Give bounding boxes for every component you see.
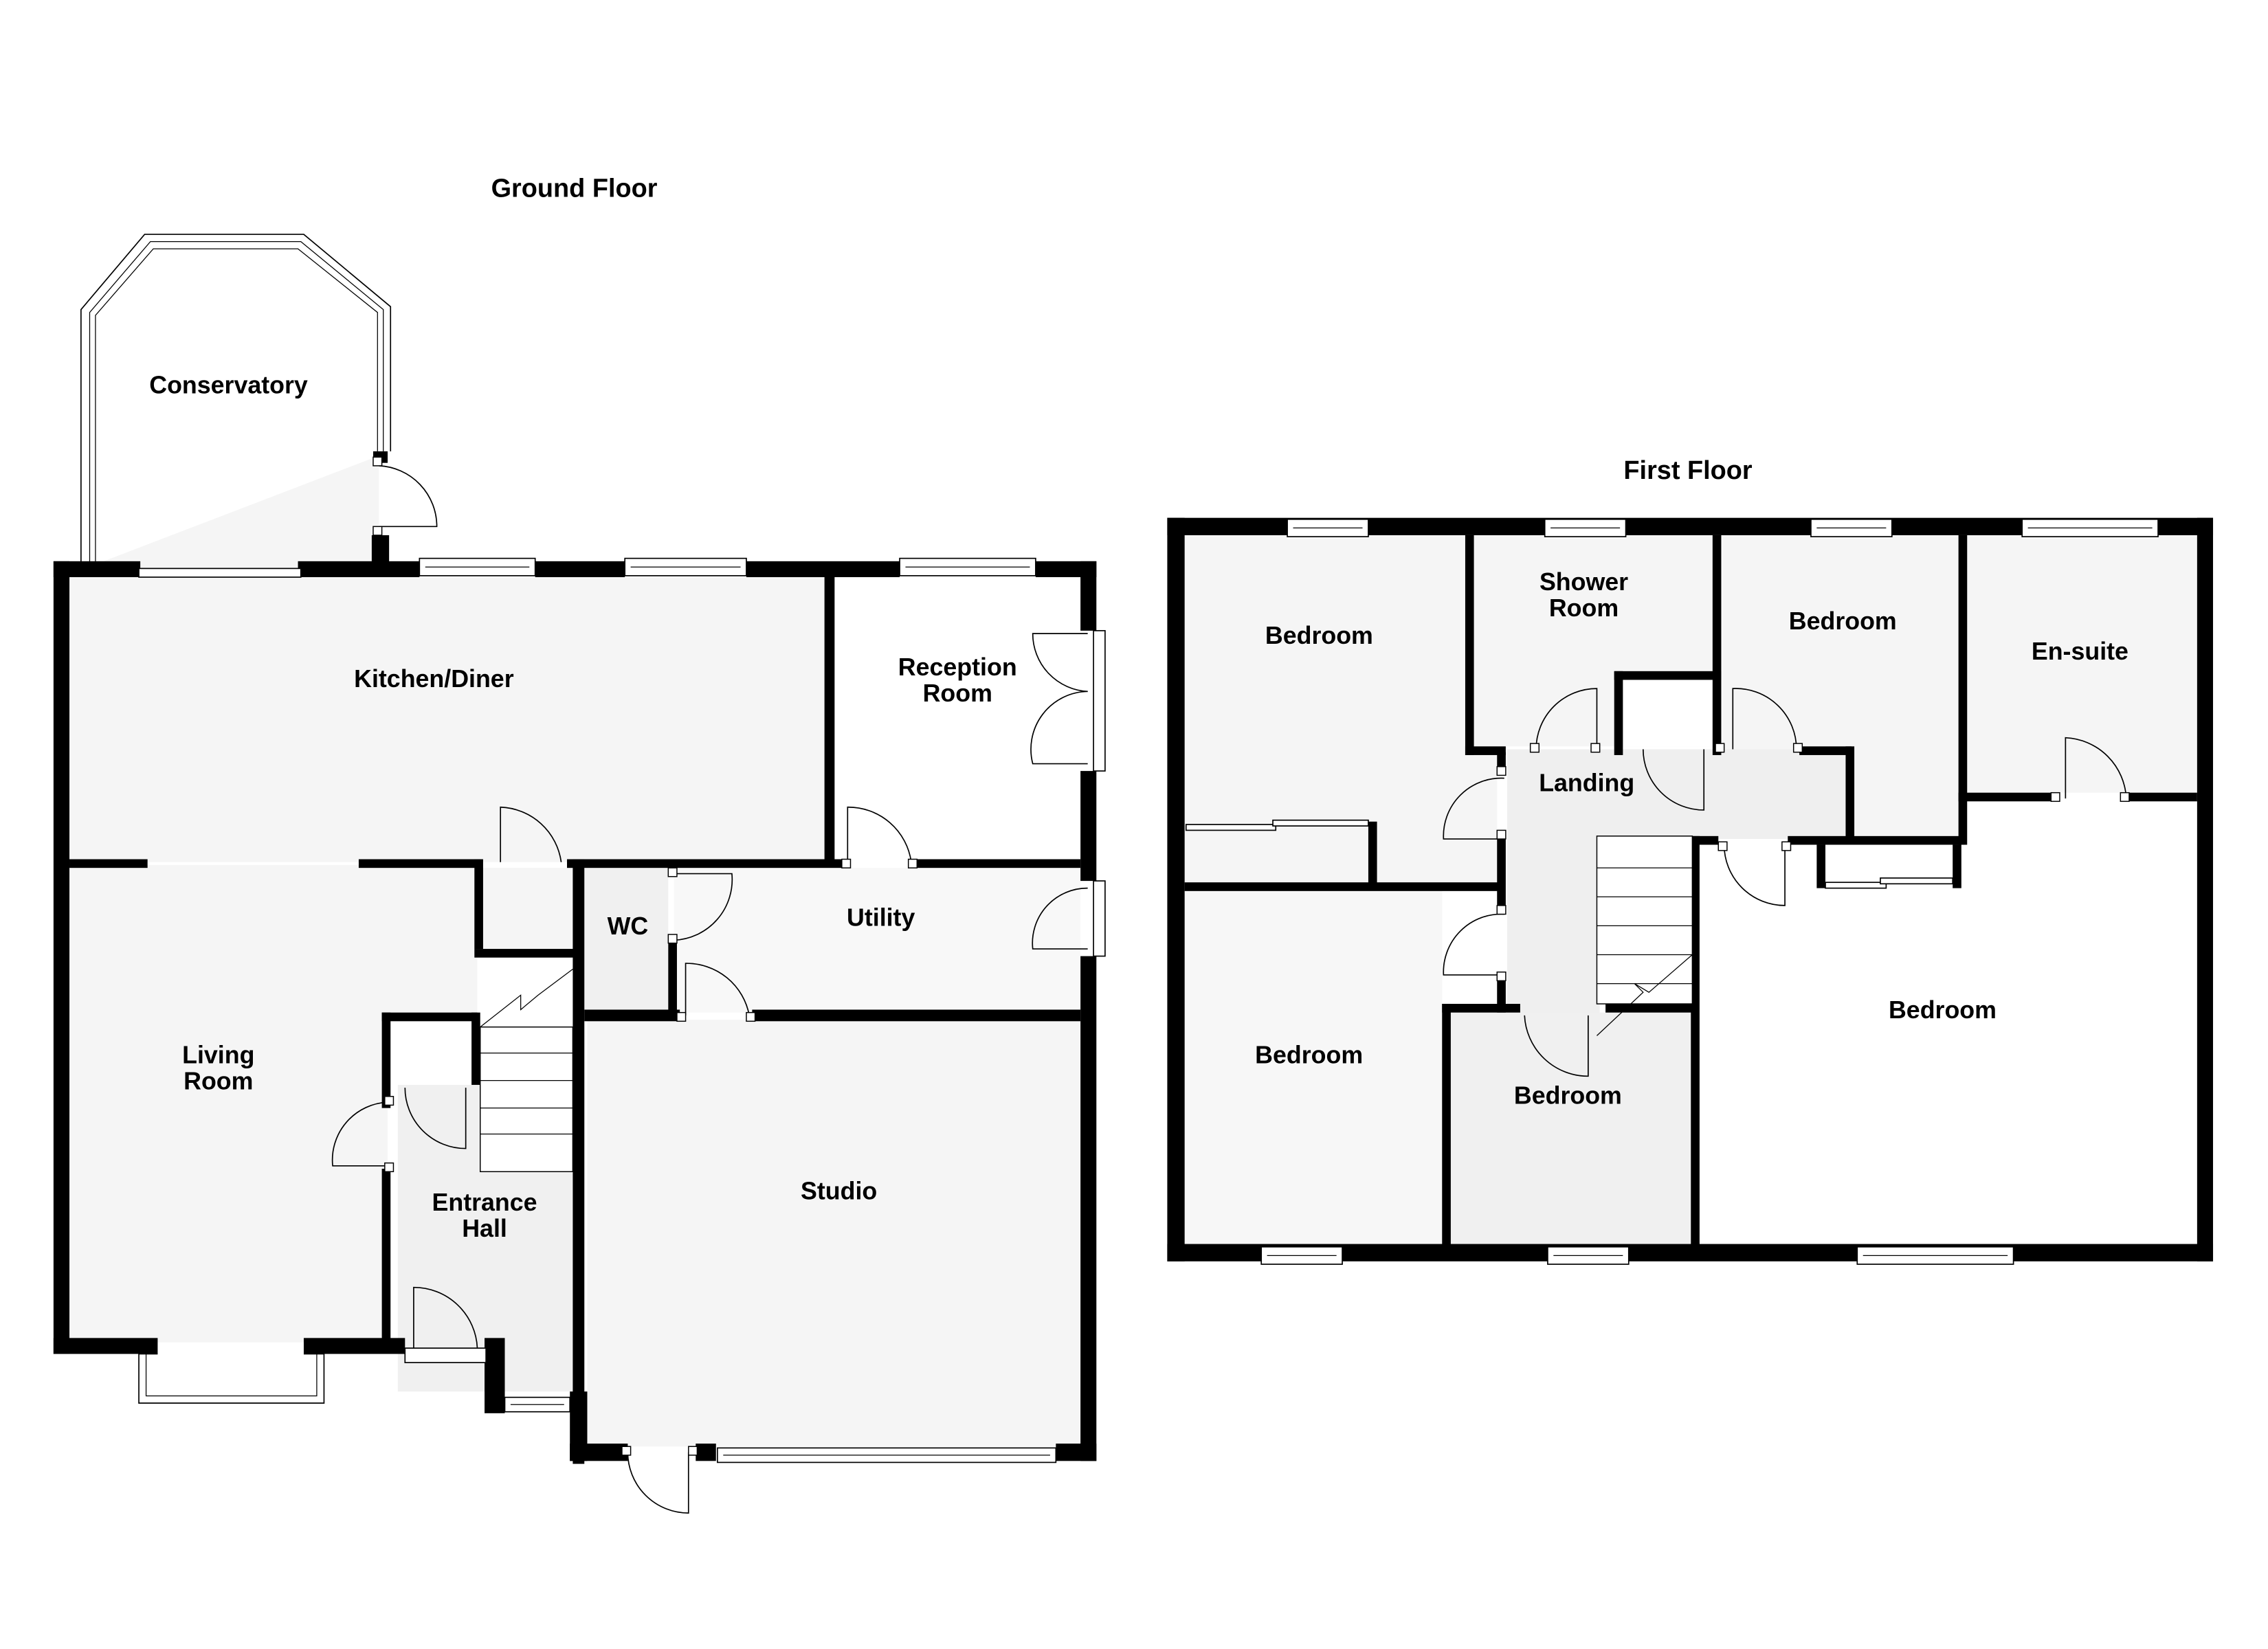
utility-label: Utility xyxy=(847,904,915,931)
entrance-hall-label-line2: Hall xyxy=(462,1215,507,1242)
bedroom-sw-door xyxy=(1443,913,1504,976)
first-floor-stairs xyxy=(1596,835,1693,1036)
living-room-door xyxy=(331,1101,388,1167)
reception-utility-door xyxy=(847,806,912,862)
entrance-hall-label-line1: Entrance xyxy=(432,1189,537,1216)
airing-cupboard xyxy=(1623,680,1713,747)
bedroom-s-room xyxy=(1450,1012,1691,1244)
bedroom-master-label: Bedroom xyxy=(1889,996,1997,1024)
ensuite-room xyxy=(1966,535,2197,793)
first-floor-doors xyxy=(1443,688,2130,1077)
utility-external-door xyxy=(1032,887,1088,950)
shower-room-label-line1: Shower xyxy=(1539,568,1628,596)
wc-label: WC xyxy=(608,912,649,940)
living-room-label-line2: Room xyxy=(184,1067,253,1095)
utility-room xyxy=(674,868,1081,1013)
kitchen-diner-room xyxy=(69,577,827,862)
bedroom-sw-label: Bedroom xyxy=(1255,1041,1363,1068)
utility-studio-door xyxy=(685,963,751,1016)
landing-corridor xyxy=(1507,749,1600,1019)
studio-label: Studio xyxy=(801,1177,877,1204)
first-floor-windows xyxy=(1185,518,2159,1265)
bedroom-n-door xyxy=(1732,688,1797,750)
lobby xyxy=(482,868,579,950)
studio-room xyxy=(587,1020,1081,1447)
ground-floor-stairs xyxy=(479,969,574,1172)
conservatory-label: Conservatory xyxy=(149,372,308,399)
living-room-label-line1: Living xyxy=(182,1041,254,1068)
ground-floor: Ground Floor xyxy=(53,174,1106,1514)
ground-floor-windows xyxy=(138,557,1106,1463)
bedroom-sw-room xyxy=(1184,890,1443,1244)
bedroom-s-label: Bedroom xyxy=(1514,1081,1622,1109)
reception-room-label-line1: Reception xyxy=(898,653,1017,681)
kitchen-diner-label: Kitchen/Diner xyxy=(354,665,514,693)
reception-french-door-top xyxy=(1032,633,1088,693)
cupboard-door xyxy=(404,1088,467,1149)
ensuite-door xyxy=(2065,737,2127,799)
reception-room xyxy=(834,577,1081,862)
first-floor-title: First Floor xyxy=(1623,456,1752,485)
ground-floor-title: Ground Floor xyxy=(491,174,658,203)
bedroom-n-label: Bedroom xyxy=(1789,607,1897,635)
ground-floor-doors xyxy=(331,456,1088,1514)
shower-room-door xyxy=(1535,688,1598,750)
hall-top xyxy=(388,864,478,1022)
cupboard-door xyxy=(1642,749,1705,811)
reception-room-label-line2: Room xyxy=(923,680,992,707)
first-floor: First Floor xyxy=(1167,456,2214,1265)
master-bedroom-door xyxy=(1723,844,1786,906)
ground-floor-walls xyxy=(53,535,1097,1464)
front-door xyxy=(413,1286,478,1349)
cupboard xyxy=(397,1024,474,1085)
kitchen-lobby-door xyxy=(500,806,562,862)
conservatory-door xyxy=(379,465,438,528)
wc-door xyxy=(674,873,733,941)
bedroom-nw-label: Bedroom xyxy=(1265,622,1373,649)
bedroom-nw-door xyxy=(1443,777,1504,840)
wc-room xyxy=(584,868,669,1013)
living-room xyxy=(69,864,388,1343)
reception-french-door-bottom xyxy=(1030,691,1088,765)
ensuite-label: En-suite xyxy=(2032,638,2128,665)
bedroom-s-door xyxy=(1524,1015,1589,1077)
bedroom-master-room xyxy=(1699,839,2197,1244)
landing-label: Landing xyxy=(1539,770,1634,797)
shower-room-label-line2: Room xyxy=(1549,594,1619,622)
studio-door xyxy=(627,1452,689,1514)
